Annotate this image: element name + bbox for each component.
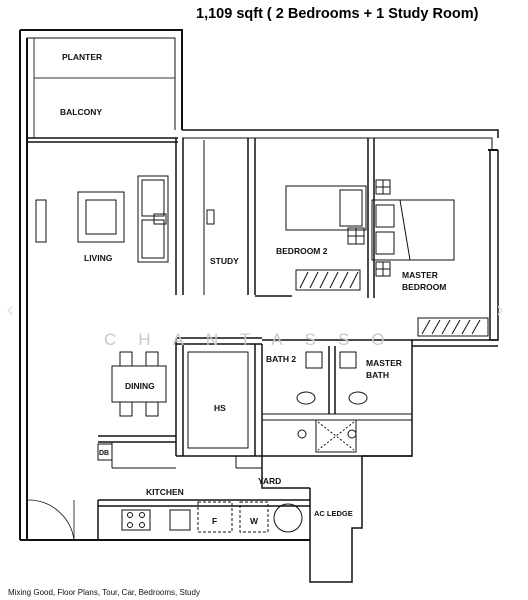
label-master-bedroom-1: MASTER [402, 270, 438, 280]
label-kitchen: KITCHEN [146, 487, 184, 497]
label-bath-2: BATH 2 [266, 354, 296, 364]
ac-unit [273, 503, 303, 533]
wardrobe-master-bedroom [417, 317, 489, 337]
footer-caption: Mixing Good, Floor Plans, Tour, Car, Bed… [8, 588, 200, 597]
label-master-bedroom-2: BEDROOM [402, 282, 446, 292]
dining-table [111, 365, 167, 403]
label-ac-ledge: AC LEDGE [314, 509, 353, 518]
wc-master-bath [348, 391, 368, 405]
label-yard: YARD [258, 476, 281, 486]
label-fridge: F [212, 516, 217, 526]
hs-bunker [187, 351, 249, 449]
tv-console [35, 199, 47, 243]
living-table [77, 191, 125, 243]
washer [239, 501, 269, 533]
label-master-bath-2: BATH [366, 370, 389, 380]
sink [169, 509, 191, 531]
wc-bath-2 [296, 391, 316, 405]
label-washer: W [250, 516, 259, 526]
label-hs: HS [214, 403, 226, 413]
bed-bedroom-2 [285, 185, 367, 231]
unit-size-title: 1,109 sqft ( 2 Bedrooms + 1 Study Room) [196, 6, 479, 22]
label-study: STUDY [210, 256, 239, 266]
label-living: LIVING [84, 253, 113, 263]
label-db: DB [99, 450, 109, 457]
label-bedroom-2: BEDROOM 2 [276, 246, 328, 256]
outer-wall [19, 30, 28, 540]
label-master-bath-1: MASTER [366, 358, 402, 368]
sofa [137, 175, 169, 263]
wardrobe-bedroom-2 [295, 269, 361, 291]
chevron-left-icon[interactable]: ‹ [6, 298, 15, 323]
chevron-right-icon[interactable]: › [496, 298, 505, 323]
label-planter: PLANTER [62, 52, 102, 62]
bed-master-bedroom [371, 199, 455, 261]
hob [121, 509, 151, 531]
label-dining: DINING [125, 381, 155, 391]
watermark: CHANTASSO [104, 330, 407, 349]
study-wall [175, 138, 184, 295]
fridge [197, 501, 233, 533]
label-balcony: BALCONY [60, 107, 102, 117]
balcony-rail [27, 137, 178, 143]
